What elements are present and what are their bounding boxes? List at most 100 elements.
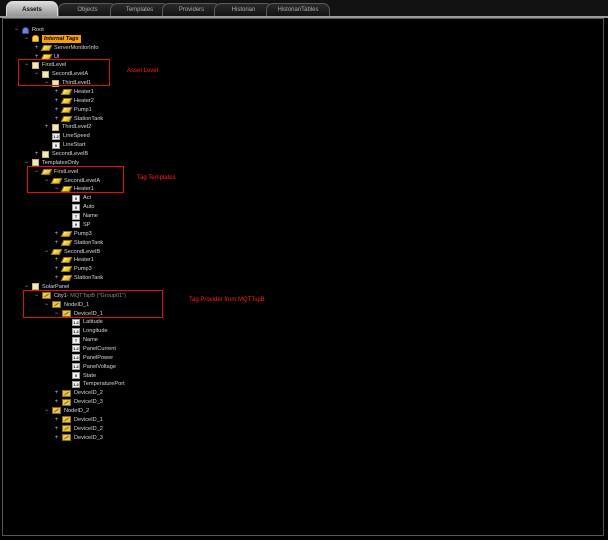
tree-node-label: State [83,372,97,379]
tree-node-label: ThirdLevel2 [62,124,92,131]
tree-node[interactable]: +StationTank [53,239,103,247]
tree-node[interactable]: +DeviceID_2 [53,425,103,433]
tree-node[interactable]: +StationTank [53,115,103,123]
tree-node[interactable]: +SecondLevelB [33,150,88,158]
tab-historian[interactable]: Historian [214,3,273,17]
collapse-toggle-icon[interactable]: − [34,71,39,78]
collapse-toggle-icon[interactable]: − [24,283,29,290]
collapse-toggle-icon[interactable]: − [44,301,49,308]
tab-objects[interactable]: Objects [58,3,117,17]
tree-node[interactable]: −Internal Tags [23,34,81,43]
tree-node[interactable]: +DeviceID_3 [53,434,103,442]
tree-node[interactable]: −City1 - MQTTspB ("Group01") [33,292,126,300]
expand-toggle-icon[interactable]: + [54,275,59,282]
collapse-toggle-icon[interactable]: − [44,407,49,414]
tree-node-label: SecondLevelA [52,71,89,78]
expand-toggle-icon[interactable]: + [54,266,59,273]
tree-node[interactable]: −FirstLevel [33,168,78,176]
collapse-toggle-icon[interactable]: − [54,310,59,317]
tab-underline [0,16,608,18]
expand-toggle-icon[interactable]: + [54,257,59,264]
tab-templates[interactable]: Templates [110,3,169,17]
expand-toggle-icon[interactable]: + [54,399,59,406]
collapse-toggle-icon[interactable]: − [34,168,39,175]
tree-node[interactable]: −FirstLevel [23,61,66,69]
tree-node[interactable]: +DeviceID_2 [53,389,103,397]
expand-toggle-icon[interactable]: + [34,53,39,60]
collapse-toggle-icon[interactable]: − [44,80,49,87]
tree-node[interactable]: +Pump3 [53,230,92,238]
tree-node[interactable]: +ServerMonitorInfo [33,44,98,52]
expand-toggle-icon[interactable]: + [54,239,59,246]
tree-node[interactable]: −TemplatesOnly [23,159,79,167]
tab-assets[interactable]: Assets [6,1,58,18]
tree-node[interactable]: − Heater1 [53,185,94,193]
collapse-toggle-icon[interactable]: − [44,248,49,255]
collapse-toggle-icon[interactable]: − [24,35,29,42]
tree-node-label: DeviceID_1 [74,310,103,317]
tree-node[interactable]: −SecondLevelA [43,177,100,185]
expand-toggle-icon[interactable]: + [54,416,59,423]
tab-providers[interactable]: Providers [162,3,221,17]
tree-node-label: Heater1 [74,186,94,193]
tag-icon [60,275,73,282]
tree-node[interactable]: +DeviceID_3 [53,398,103,406]
collapse-toggle-icon[interactable]: − [44,177,49,184]
tree-node[interactable]: −NodeID_1 [43,301,89,309]
expand-toggle-icon[interactable]: + [54,434,59,441]
tree-node[interactable]: −NodeID_2 [43,407,89,415]
expand-toggle-icon[interactable]: + [54,89,59,96]
tree-node[interactable]: +DeviceID_1 [53,416,103,424]
expand-toggle-icon[interactable]: + [54,425,59,432]
collapse-toggle-icon[interactable]: − [34,292,39,299]
tree-node[interactable]: −SolarPanel [23,283,69,291]
tree-node[interactable]: +Heater1 [53,256,94,264]
tree-node[interactable]: −Root [13,26,44,34]
tree-node[interactable]: +Pump1 [53,106,92,114]
tree-node-label: SecondLevelB [64,248,101,255]
expand-toggle-icon[interactable]: + [54,390,59,397]
tree-node[interactable]: + ThirdLevel2 [43,123,91,131]
collapse-toggle-icon[interactable]: − [14,27,19,33]
expand-toggle-icon[interactable]: + [54,97,59,104]
tree-node[interactable]: − SecondLevelB [43,248,100,256]
tree-node[interactable]: − SecondLevelA [33,70,88,78]
collapse-toggle-icon[interactable]: − [54,186,59,193]
tree-node[interactable]: +Pump3 [53,265,92,273]
expand-toggle-icon[interactable]: + [54,230,59,237]
expand-toggle-icon[interactable]: + [44,124,49,131]
expand-toggle-icon[interactable]: + [54,115,59,122]
tree-node[interactable]: +Heater2 [53,97,94,105]
tab-bar: Assets Objects Templates Providers Histo… [0,0,608,18]
tab-historian-tables[interactable]: HistorianTables [266,3,330,17]
expand-toggle-icon[interactable]: + [34,44,39,51]
tree-node[interactable]: − DeviceID_1 [53,310,103,318]
asset-level-highlight [18,59,110,86]
udt-instance-icon [52,301,61,309]
expand-toggle-icon[interactable]: + [54,106,59,113]
collapse-toggle-icon[interactable]: − [24,62,29,69]
tree-node-label: Name [83,213,98,220]
tag-type-icon: 0 [72,221,80,229]
expand-toggle-icon[interactable]: + [34,151,39,158]
tree-node[interactable]: +Heater1 [53,88,94,96]
collapse-toggle-icon[interactable]: − [24,159,29,166]
tree-node[interactable]: +UI [33,53,60,61]
tree-node[interactable]: +StationTank [53,274,103,282]
tree-node[interactable]: −ThirdLevel1 [43,79,91,87]
udt-instance-icon [62,434,71,442]
